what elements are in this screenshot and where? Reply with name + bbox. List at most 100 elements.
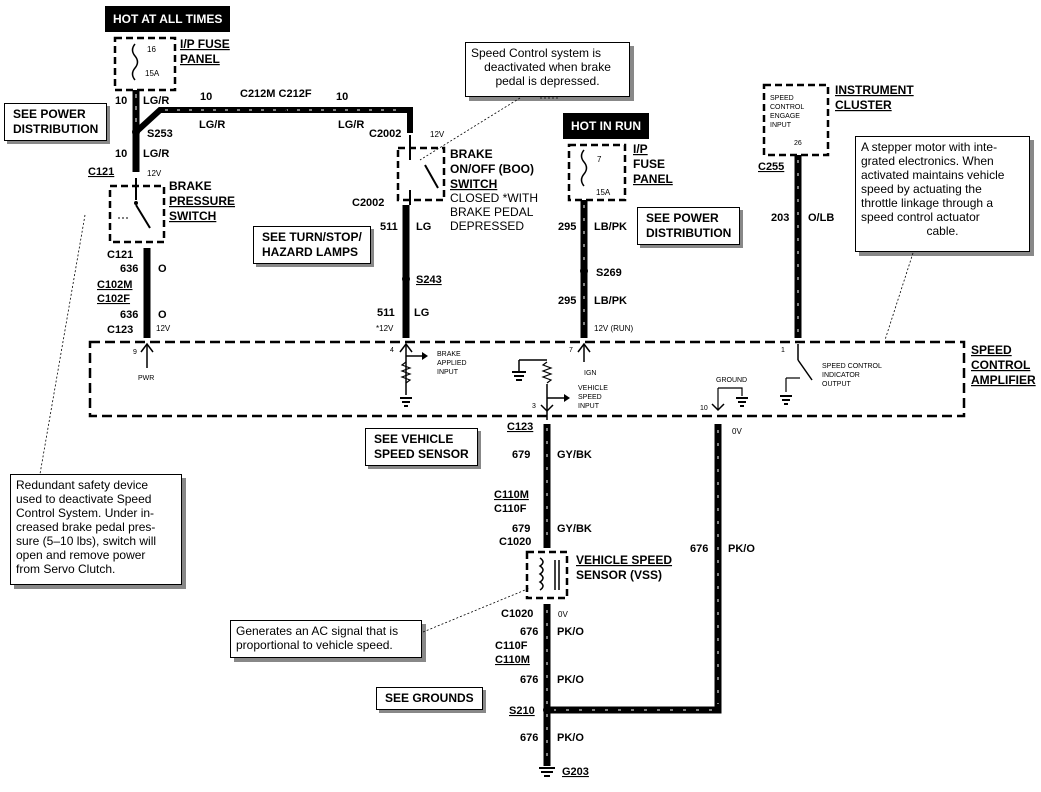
wire-gauge: 676 bbox=[520, 674, 538, 686]
note-line: open and remove power bbox=[16, 548, 146, 562]
splice-label: S253 bbox=[147, 128, 173, 140]
voltage: 0V bbox=[558, 610, 568, 619]
wire-color: LG bbox=[416, 221, 431, 233]
component-label: BRAKE bbox=[169, 179, 212, 193]
fuse-icon bbox=[131, 43, 139, 81]
pin-number: 7 bbox=[569, 347, 573, 354]
ref-line: SEE VEHICLE bbox=[374, 432, 454, 446]
wire-color: O/LB bbox=[808, 212, 834, 224]
note-line: deactivated when brake bbox=[484, 60, 611, 74]
pin-label: SPEED CONTROL bbox=[822, 363, 882, 370]
resistor-icon bbox=[541, 361, 553, 384]
pin-number: 4 bbox=[390, 347, 394, 354]
note-line: Speed Control system is bbox=[471, 46, 602, 60]
wire-color: PK/O bbox=[557, 674, 584, 686]
wire-color: LB/PK bbox=[594, 295, 627, 307]
cluster-text: SPEED bbox=[770, 95, 794, 102]
note-line: Generates an AC signal that is bbox=[236, 624, 399, 638]
note-line: cable. bbox=[926, 224, 959, 238]
ref-line: SEE POWER bbox=[13, 107, 86, 121]
wire-color: PK/O bbox=[557, 626, 584, 638]
wire-color: LG/R bbox=[143, 95, 169, 107]
pin-label: INPUT bbox=[437, 369, 459, 376]
arrow-icon bbox=[564, 394, 570, 402]
component-label: AMPLIFIER bbox=[971, 373, 1036, 387]
voltage: 0V bbox=[732, 427, 742, 436]
component-label: PRESSURE bbox=[169, 194, 235, 208]
pin-label: APPLIED bbox=[437, 360, 467, 367]
wire-color: O bbox=[158, 263, 167, 275]
pin-arrow-icon bbox=[399, 342, 413, 353]
see-power-distribution-right[interactable]: SEE POWER DISTRIBUTION bbox=[637, 207, 741, 245]
pin-lead bbox=[718, 387, 743, 396]
pin-label: INPUT bbox=[578, 403, 600, 410]
connector-c212: C212M C212F bbox=[240, 88, 312, 100]
component-label: SENSOR (VSS) bbox=[576, 568, 662, 582]
pin-label: VEHICLE bbox=[578, 385, 608, 392]
pin-arrow-icon bbox=[711, 403, 725, 412]
pin-arrow-icon bbox=[540, 404, 554, 413]
note-line: grated electronics. When bbox=[861, 154, 994, 168]
wire-gauge: 203 bbox=[771, 212, 789, 224]
note-line: throttle linkage through a bbox=[861, 196, 994, 210]
splice-label: S243 bbox=[416, 274, 442, 286]
splice-s269 bbox=[580, 267, 588, 275]
component-label: ON/OFF (BOO) bbox=[450, 162, 534, 176]
connector-label: C123 bbox=[507, 421, 533, 433]
fuse-num: 7 bbox=[597, 155, 602, 164]
voltage: 12V (RUN) bbox=[594, 324, 633, 333]
connector-label: C1020 bbox=[499, 536, 531, 548]
arrow-icon bbox=[422, 352, 428, 360]
pin-number: 3 bbox=[532, 403, 536, 410]
redundant-safety-note: Redundant safety device used to deactiva… bbox=[10, 474, 182, 585]
note-line: Redundant safety device bbox=[16, 478, 149, 492]
cluster-text: INPUT bbox=[770, 122, 792, 129]
connector-label: C110F bbox=[495, 640, 528, 652]
fuse-icon bbox=[580, 149, 588, 187]
wire-color: LG/R bbox=[199, 119, 225, 131]
pin-label: INDICATOR bbox=[822, 372, 860, 379]
wire-gauge: 636 bbox=[120, 309, 138, 321]
note-line: proportional to vehicle speed. bbox=[236, 638, 393, 652]
leader-line bbox=[39, 214, 86, 475]
pin-number: 10 bbox=[700, 405, 708, 412]
component-label: SPEED bbox=[971, 343, 1012, 357]
wire-gauge: 676 bbox=[520, 626, 538, 638]
wire-color: PK/O bbox=[557, 732, 584, 744]
ref-line: HAZARD LAMPS bbox=[262, 245, 358, 259]
splice-label: S269 bbox=[596, 267, 622, 279]
ac-signal-note: Generates an AC signal that is proportio… bbox=[230, 620, 422, 658]
splice-label: S210 bbox=[509, 705, 535, 717]
component-label: DEPRESSED bbox=[450, 219, 524, 233]
connector-label: C110F bbox=[494, 503, 527, 515]
wire-color: O bbox=[158, 309, 167, 321]
wire-gauge: 10 bbox=[115, 148, 127, 160]
wire-color: LB/PK bbox=[594, 221, 627, 233]
component-label: INSTRUMENT bbox=[835, 83, 914, 97]
speed-control-note: Speed Control system is deactivated when… bbox=[465, 42, 630, 97]
note-line: pedal is depressed. bbox=[495, 74, 600, 88]
connector-label: C102F bbox=[97, 293, 130, 305]
ip-fuse-panel-2 bbox=[567, 143, 627, 202]
see-vehicle-speed-sensor[interactable]: SEE VEHICLE SPEED SENSOR bbox=[365, 428, 478, 466]
connector-label: C121 bbox=[107, 249, 133, 261]
see-grounds[interactable]: SEE GROUNDS bbox=[376, 687, 483, 710]
wire-gauge: 10 bbox=[200, 91, 212, 103]
connector-label: C110M bbox=[495, 654, 530, 666]
see-power-distribution-left[interactable]: SEE POWER DISTRIBUTION bbox=[4, 103, 108, 141]
pin-label: OUTPUT bbox=[822, 381, 852, 388]
note-line: activated maintains vehicle bbox=[861, 168, 1005, 182]
fuse-amp: 15A bbox=[596, 188, 611, 197]
leader-line bbox=[422, 587, 531, 633]
pin-number: 1 bbox=[781, 347, 785, 354]
boo-switch bbox=[396, 146, 446, 202]
ip-fuse-panel-1 bbox=[113, 36, 177, 92]
connector-label: C123 bbox=[107, 324, 133, 336]
ref-line: DISTRIBUTION bbox=[646, 226, 732, 240]
stepper-motor-note: A stepper motor with inte- grated electr… bbox=[855, 136, 1030, 252]
cluster-text: ENGAGE bbox=[770, 113, 800, 120]
note-line: A stepper motor with inte- bbox=[861, 140, 998, 154]
pin-label: PWR bbox=[138, 375, 154, 382]
see-turn-stop-hazard[interactable]: SEE TURN/STOP/ HAZARD LAMPS bbox=[253, 226, 371, 264]
switch-blade bbox=[424, 164, 439, 189]
